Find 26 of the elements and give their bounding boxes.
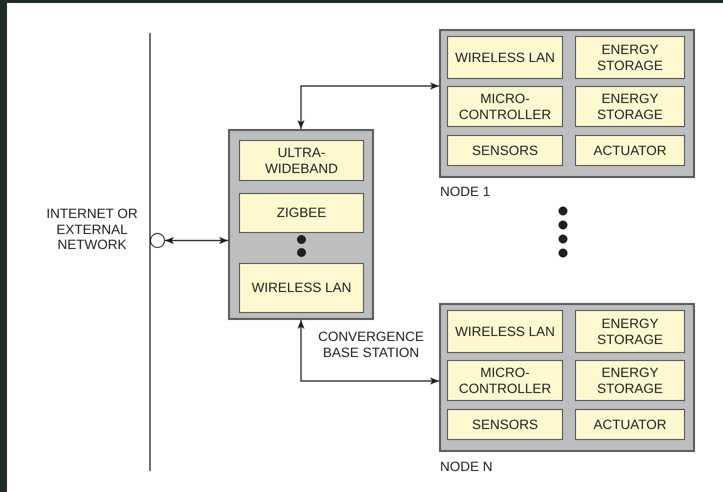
module-panel xyxy=(439,303,695,452)
component-block: ACTUATOR xyxy=(575,135,685,166)
component-block: ENERGY STORAGE xyxy=(575,86,685,127)
component-block: MICRO-CONTROLLER xyxy=(447,86,563,127)
connector-arrow xyxy=(297,320,439,385)
component-block: ENERGY STORAGE xyxy=(575,360,685,401)
component-block: SENSORS xyxy=(447,409,563,440)
component-block: WIRELESS LAN xyxy=(447,310,563,353)
component-block: ENERGY STORAGE xyxy=(575,310,685,353)
module-panel xyxy=(439,29,695,178)
connector-arrow xyxy=(297,82,439,129)
component-block: ULTRA-WIDEBAND xyxy=(239,140,364,181)
connector-arrow xyxy=(165,236,228,244)
caption-text: CONVERGENCE BASE STATION xyxy=(317,329,425,360)
component-block: MICRO-CONTROLLER xyxy=(447,360,563,401)
component-block: ENERGY STORAGE xyxy=(575,36,685,79)
component-block: ACTUATOR xyxy=(575,409,685,440)
network-junction xyxy=(150,233,165,248)
caption-text: NODE 1 xyxy=(440,184,492,200)
component-block: SENSORS xyxy=(447,135,563,166)
module-panel xyxy=(228,129,374,320)
component-block: WIRELESS LAN xyxy=(447,36,563,79)
caption-text: INTERNET OR EXTERNAL NETWORK xyxy=(45,206,139,253)
component-block: WIRELESS LAN xyxy=(239,263,364,313)
component-block: ZIGBEE xyxy=(239,193,364,233)
caption-text: NODE N xyxy=(440,459,494,475)
